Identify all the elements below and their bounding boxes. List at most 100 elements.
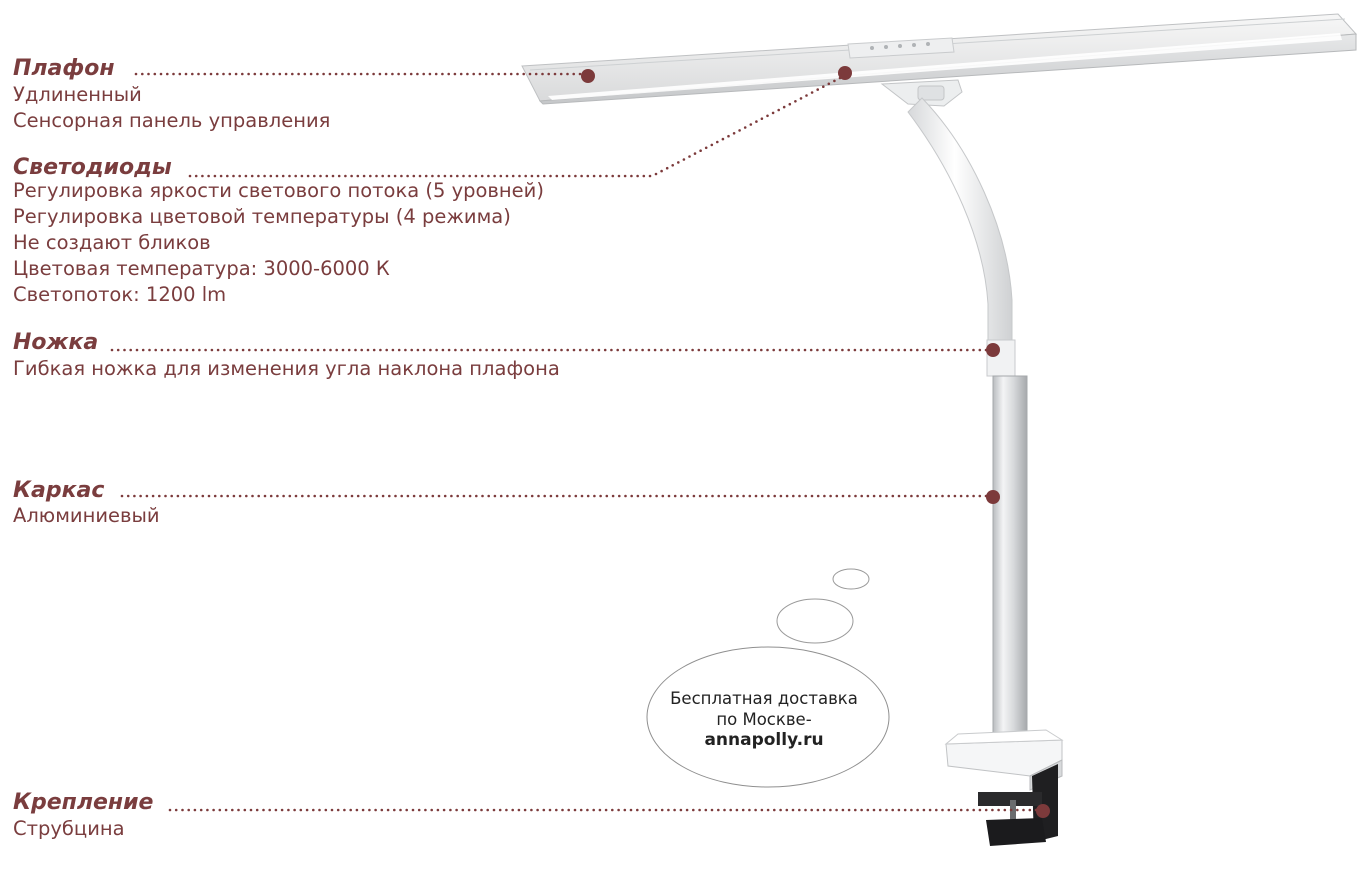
leader-dot — [505, 808, 508, 812]
leader-dot — [860, 808, 863, 812]
leader-dot — [537, 494, 540, 498]
leader-dot — [393, 808, 396, 812]
leader-dot — [424, 808, 427, 812]
leader-dot — [541, 348, 545, 352]
leader-dot — [419, 494, 422, 498]
leader-dot — [232, 174, 235, 178]
leader-dot — [273, 348, 276, 352]
leader-dot — [206, 808, 209, 812]
leader-dot — [628, 348, 632, 352]
leader-dot — [835, 494, 839, 498]
leader-dot — [347, 348, 351, 352]
leader-dot — [622, 348, 626, 352]
leader-neck — [110, 348, 988, 352]
leader-dot — [978, 494, 982, 498]
leader-dot — [487, 174, 490, 178]
leader-dot — [738, 129, 741, 132]
leader-dot — [549, 494, 553, 498]
leader-dot — [209, 72, 213, 76]
leader-dot — [405, 808, 409, 812]
leader-dot — [604, 808, 608, 812]
leader-dot — [510, 348, 513, 352]
leader-dot — [468, 174, 472, 178]
leader-dot — [330, 808, 334, 812]
leader-dot — [307, 494, 310, 498]
leader-dot — [885, 808, 888, 812]
leader-dot — [386, 808, 390, 812]
leader-dot — [197, 72, 200, 76]
feature-line: Гибкая ножка для изменения угла наклона … — [13, 357, 560, 380]
leader-dot — [275, 174, 279, 178]
leader-dot — [484, 72, 488, 76]
leader-dot — [203, 72, 207, 76]
leader-dot — [387, 174, 391, 178]
leader-dot — [249, 808, 253, 812]
leader-dot — [425, 494, 428, 498]
leader-dot — [226, 174, 229, 178]
leader-dot — [685, 808, 689, 812]
markers — [581, 66, 1050, 818]
leader-dot — [903, 808, 907, 812]
leader-dot — [617, 808, 620, 812]
leader-dot — [325, 494, 329, 498]
leader-dot — [269, 494, 273, 498]
leader-dot — [1009, 808, 1013, 812]
leader-dot — [816, 494, 820, 498]
promo-site-link[interactable]: annapolly.ru — [704, 730, 824, 750]
leader-dot — [778, 348, 782, 352]
leader-dot — [922, 494, 926, 498]
leader-dot — [226, 494, 229, 498]
leader-dot — [219, 174, 223, 178]
leader-dot — [530, 494, 534, 498]
leader-dot — [135, 348, 139, 352]
leader-dot — [611, 494, 615, 498]
leader-dot — [966, 348, 969, 352]
leader-dot — [391, 348, 395, 352]
leader-dot — [753, 348, 757, 352]
leader-dot — [199, 808, 203, 812]
feature-desc-shade: Удлиненный Сенсорная панель управления — [13, 82, 330, 134]
leader-frame — [120, 494, 988, 498]
leader-dot — [245, 494, 248, 498]
leader-dot — [854, 808, 857, 812]
leader-dot — [710, 143, 714, 147]
leader-dot — [450, 494, 453, 498]
leader-dot — [147, 72, 150, 76]
leader-dot — [742, 494, 745, 498]
lamp-shade — [521, 13, 1358, 105]
leader-dot — [198, 348, 201, 352]
leader-dot — [499, 494, 503, 498]
leader-dot — [785, 808, 789, 812]
leader-dot — [1022, 808, 1025, 812]
feature-title-shade: Плафон — [13, 56, 115, 81]
leader-dot — [717, 494, 720, 498]
leader-dot — [428, 72, 432, 76]
leader-dot — [474, 174, 478, 178]
leader-dot — [403, 72, 407, 76]
leader-dot — [492, 808, 496, 812]
leader-dot — [410, 348, 414, 352]
leader-dot — [760, 494, 764, 498]
leader-dot — [516, 72, 519, 76]
leader-dot — [355, 808, 359, 812]
leader-dot — [353, 72, 357, 76]
leader-dot — [248, 348, 251, 352]
leader-dot — [466, 72, 469, 76]
leader-dot — [959, 348, 963, 352]
leader-dot — [369, 174, 372, 178]
leader-dot — [424, 174, 428, 178]
leader-dot — [703, 348, 707, 352]
leader-dot — [829, 494, 832, 498]
leader-dot — [678, 348, 682, 352]
leader-dot — [574, 494, 578, 498]
leader-dot — [798, 494, 801, 498]
leader-dot — [573, 808, 577, 812]
leader-dot — [847, 808, 851, 812]
leader-dot — [691, 348, 694, 352]
leader-dot — [823, 494, 826, 498]
leader-dot — [773, 494, 776, 498]
leader-dot — [193, 808, 197, 812]
leader-dot — [213, 174, 217, 178]
leader-dot — [785, 494, 789, 498]
